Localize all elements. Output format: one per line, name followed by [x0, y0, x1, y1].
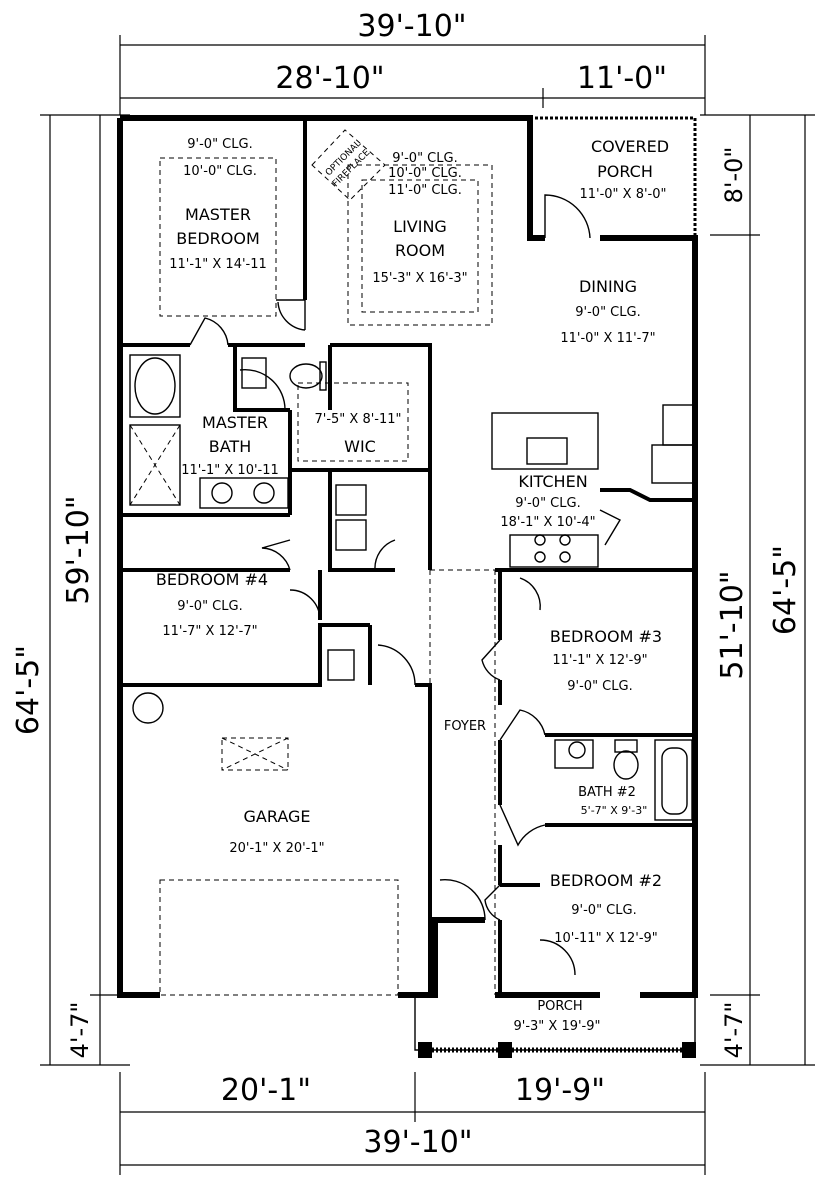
living-ceiling-inner	[361, 179, 479, 313]
dim-top-left: 28'-10"	[275, 61, 384, 96]
garage-size: 20'-1" X 20'-1"	[229, 841, 324, 856]
bedroom3-size: 11'-1" X 12'-9"	[552, 653, 647, 668]
dining-label: DINING 9'-0" CLG. 11'-0" X 11'-7"	[560, 277, 655, 346]
dining-clg: 9'-0" CLG.	[575, 305, 640, 320]
kitchen-name: KITCHEN	[518, 472, 587, 491]
dim-left-inner: 59'-10"	[61, 495, 96, 604]
master-bath-size: 11'-1" X 10'-11	[181, 463, 279, 478]
dining-size: 11'-0" X 11'-7"	[560, 331, 655, 346]
dim-right-top: 8'-0"	[720, 147, 748, 204]
porch-label: PORCH 9'-3" X 19'-9"	[513, 999, 600, 1034]
door-swings	[189, 194, 621, 976]
porch-name: PORCH	[537, 999, 582, 1014]
dim-right-overall: 64'-5"	[768, 545, 803, 635]
bedroom4-label: BEDROOM #4 9'-0" CLG. 11'-7" X 12'-7"	[156, 570, 268, 639]
covered-porch-name1: COVERED	[591, 137, 669, 156]
wic-size: 7'-5" X 8'-11"	[314, 412, 401, 427]
bedroom3-label: BEDROOM #3 11'-1" X 12'-9" 9'-0" CLG.	[550, 627, 662, 694]
porch-size: 9'-3" X 19'-9"	[513, 1019, 600, 1034]
wic-name: WIC	[344, 437, 376, 456]
living-room-name1: LIVING	[393, 217, 447, 236]
dim-left-overall: 64'-5"	[11, 645, 46, 735]
exterior-walls	[117, 115, 698, 998]
dim-right-inner: 51'-10"	[715, 570, 750, 679]
dining-name: DINING	[579, 277, 637, 296]
dimension-lines	[40, 35, 815, 1175]
fireplace-label: OPTIONAL FIREPLACE	[324, 139, 373, 189]
front-porch-structure	[414, 995, 696, 1058]
kitchen-label: KITCHEN 9'-0" CLG. 18'-1" X 10'-4"	[500, 472, 595, 530]
living-ceiling-outline	[347, 164, 493, 326]
living-room-label: 9'-0" CLG. 10'-0" CLG. 11'-0" CLG. LIVIN…	[372, 151, 467, 286]
bedroom4-clg: 9'-0" CLG.	[177, 599, 242, 614]
bedroom2-label: BEDROOM #2 9'-0" CLG. 10'-11" X 12'-9"	[550, 871, 662, 946]
bedroom3-name: BEDROOM #3	[550, 627, 662, 646]
garage-name: GARAGE	[244, 807, 311, 826]
garage-label: GARAGE 20'-1" X 20'-1"	[229, 807, 324, 856]
garage-details	[132, 692, 399, 996]
master-bath-name1: MASTER	[202, 413, 268, 432]
bedroom3-clg: 9'-0" CLG.	[567, 679, 632, 694]
kitchen-clg: 9'-0" CLG.	[515, 496, 580, 511]
master-bedroom-size: 11'-1" X 14'-11	[169, 257, 267, 272]
master-bath-name2: BATH	[209, 437, 251, 456]
living-room-clg2: 10'-0" CLG.	[388, 166, 462, 181]
master-bedroom-clg2: 10'-0" CLG.	[183, 164, 257, 179]
covered-porch-label: COVERED PORCH 11'-0" X 8'-0"	[579, 137, 669, 202]
bedroom4-name: BEDROOM #4	[156, 570, 268, 589]
dim-bottom-left: 20'-1"	[221, 1073, 311, 1108]
bedroom2-name: BEDROOM #2	[550, 871, 662, 890]
living-room-clg1: 9'-0" CLG.	[392, 151, 457, 166]
bath2-size: 5'-7" X 9'-3"	[581, 804, 648, 817]
master-bedroom-clg1: 9'-0" CLG.	[187, 137, 252, 152]
foyer-name: FOYER	[444, 719, 486, 734]
kitchen-size: 18'-1" X 10'-4"	[500, 515, 595, 530]
master-bath-label: MASTER BATH 11'-1" X 10'-11	[181, 413, 279, 478]
dim-right-porch: 4'-7"	[720, 1002, 748, 1059]
bedroom2-clg: 9'-0" CLG.	[571, 903, 636, 918]
bath2-label: BATH #2 5'-7" X 9'-3"	[578, 785, 647, 817]
dim-left-porch: 4'-7"	[66, 1002, 94, 1059]
covered-porch-size: 11'-0" X 8'-0"	[579, 187, 666, 202]
fireplace-symbol	[311, 129, 386, 201]
wic-label: 7'-5" X 8'-11" WIC	[314, 412, 401, 456]
living-room-clg3: 11'-0" CLG.	[388, 183, 462, 198]
bedroom2-size: 10'-11" X 12'-9"	[554, 931, 658, 946]
living-room-name2: ROOM	[395, 241, 445, 260]
bedroom4-size: 11'-7" X 12'-7"	[162, 624, 257, 639]
dim-top-right: 11'-0"	[577, 61, 667, 96]
dim-top-total: 39'-10"	[357, 9, 466, 44]
living-room-size: 15'-3" X 16'-3"	[372, 271, 467, 286]
covered-porch-name2: PORCH	[597, 162, 653, 181]
master-bedroom-name2: BEDROOM	[176, 229, 260, 248]
bath2-name: BATH #2	[578, 785, 636, 800]
dim-bottom-total: 39'-10"	[363, 1125, 472, 1160]
foyer-outline	[429, 569, 496, 995]
dim-bottom-right: 19'-9"	[515, 1073, 605, 1108]
interior-walls	[120, 118, 695, 995]
master-bedroom-label: 9'-0" CLG. 10'-0" CLG. MASTER BEDROOM 11…	[169, 137, 267, 272]
master-ceiling-outline	[159, 157, 277, 317]
master-bedroom-name1: MASTER	[185, 205, 251, 224]
fixtures	[129, 354, 694, 821]
